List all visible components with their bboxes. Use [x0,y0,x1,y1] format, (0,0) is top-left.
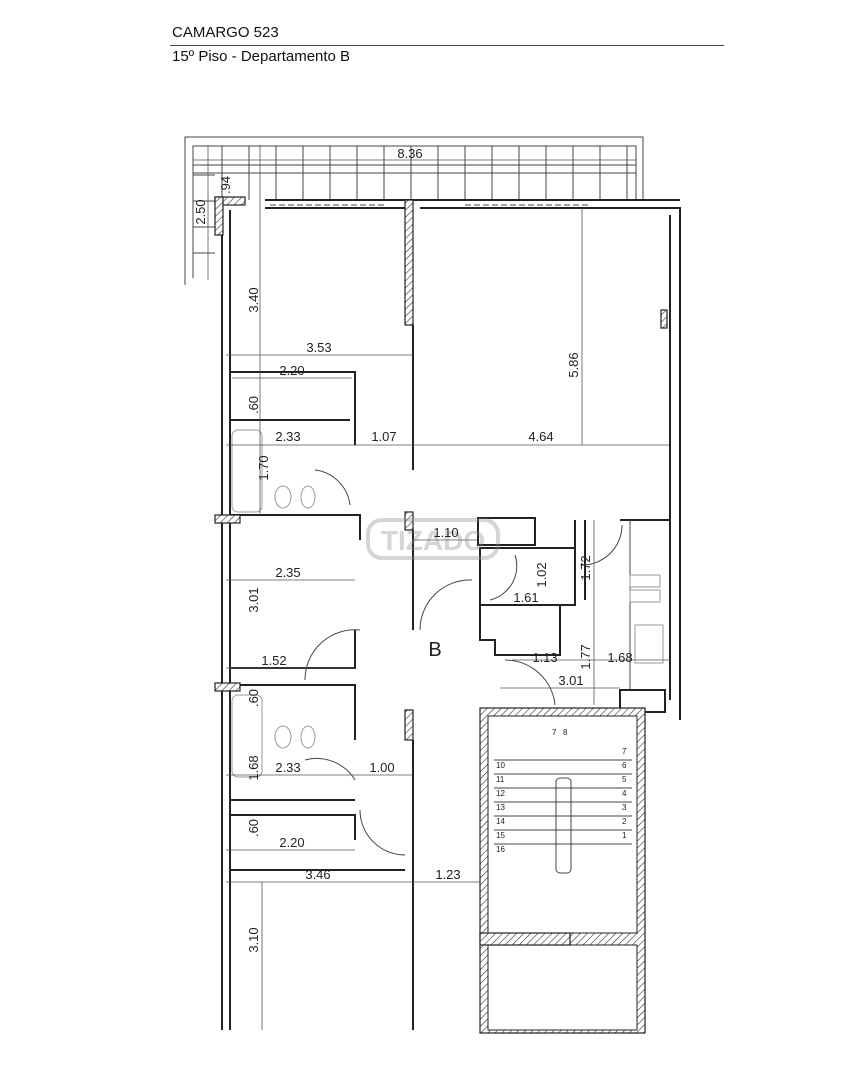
unit-label: B [428,639,441,661]
stair-step-number: 3 [622,803,627,812]
stair-step-number: 2 [622,817,627,826]
dim-bath1-depth: 1.70 [256,455,271,480]
dim-kitchen-depth: 1.77 [578,644,593,669]
dim-closet1-width: 2.20 [279,363,304,378]
stair-step-number: 6 [622,761,627,770]
dim-closet2-width: 1.52 [261,653,286,668]
dim-hall4: 1.23 [435,867,460,882]
dim-balcony-width: 8.36 [397,146,422,161]
stair-step-number: 11 [496,775,505,784]
stair-core [479,707,646,1034]
dim-closet3-depth: .60 [246,819,261,837]
stair-step-number: 5 [622,775,627,784]
stair-step-number: 13 [496,803,505,812]
dim-closet3-width: 2.20 [279,835,304,850]
dim-bath2-width: 2.33 [275,760,300,775]
dim-kitchen-width: 1.68 [607,650,632,665]
dim-hall2: 1.10 [433,525,458,540]
stair-step-number: 14 [496,817,505,826]
dim-wc-depth: 1.02 [534,562,549,587]
building-title: CAMARGO 523 [172,24,279,41]
stair-top-a: 7 [552,728,557,737]
dim-hall1: 1.07 [371,429,396,444]
dim-balcony-depth: .94 [218,176,233,194]
dim-bed3-depth: 3.10 [246,927,261,952]
stair-step-number: 16 [496,845,505,854]
dim-wc-width: 1.61 [513,590,538,605]
outer-walls [214,196,681,1030]
stair-step-number: 7 [622,747,627,756]
stair-step-number: 4 [622,789,627,798]
balcony [184,136,644,285]
dim-bed2-depth: 3.01 [246,587,261,612]
stair-step-number: 15 [496,831,505,840]
svg-text:TIZADO: TIZADO [381,525,485,556]
dim-kitchen-a: 1.72 [578,555,593,580]
dim-bed1-width: 3.53 [306,340,331,355]
dim-kitchen-total: 3.01 [558,673,583,688]
dim-closet2-depth: .60 [246,689,261,707]
dim-bed3-width: 3.46 [305,867,330,882]
stair-step-number: 12 [496,789,505,798]
dimension-lines [193,145,670,1030]
dim-bed2-width: 2.35 [275,565,300,580]
dim-bath2-depth: 1.68 [246,755,261,780]
header-rule [170,45,724,46]
dim-living-width: 4.64 [528,429,553,444]
watermark-logo: TIZADO [366,518,500,560]
stair-step-number: 1 [622,831,627,840]
dim-laundry: 1.13 [532,650,557,665]
unit-subtitle: 15º Piso - Departamento B [172,48,351,65]
dim-living-depth: 5.86 [566,352,581,377]
interior-walls [214,325,670,1030]
dim-balcony-side: 2.50 [193,199,208,224]
dim-bed1-depth: 3.40 [246,287,261,312]
stair-step-number: 10 [496,761,505,770]
stair-top-b: 8 [563,728,568,737]
dim-hall3: 1.00 [369,760,394,775]
dimension-labels: 8.36 .94 2.50 3.40 3.53 2.20 .60 2.33 1.… [193,146,633,953]
dim-bath1-width: 2.33 [275,429,300,444]
dim-closet1-depth: .60 [246,396,261,414]
